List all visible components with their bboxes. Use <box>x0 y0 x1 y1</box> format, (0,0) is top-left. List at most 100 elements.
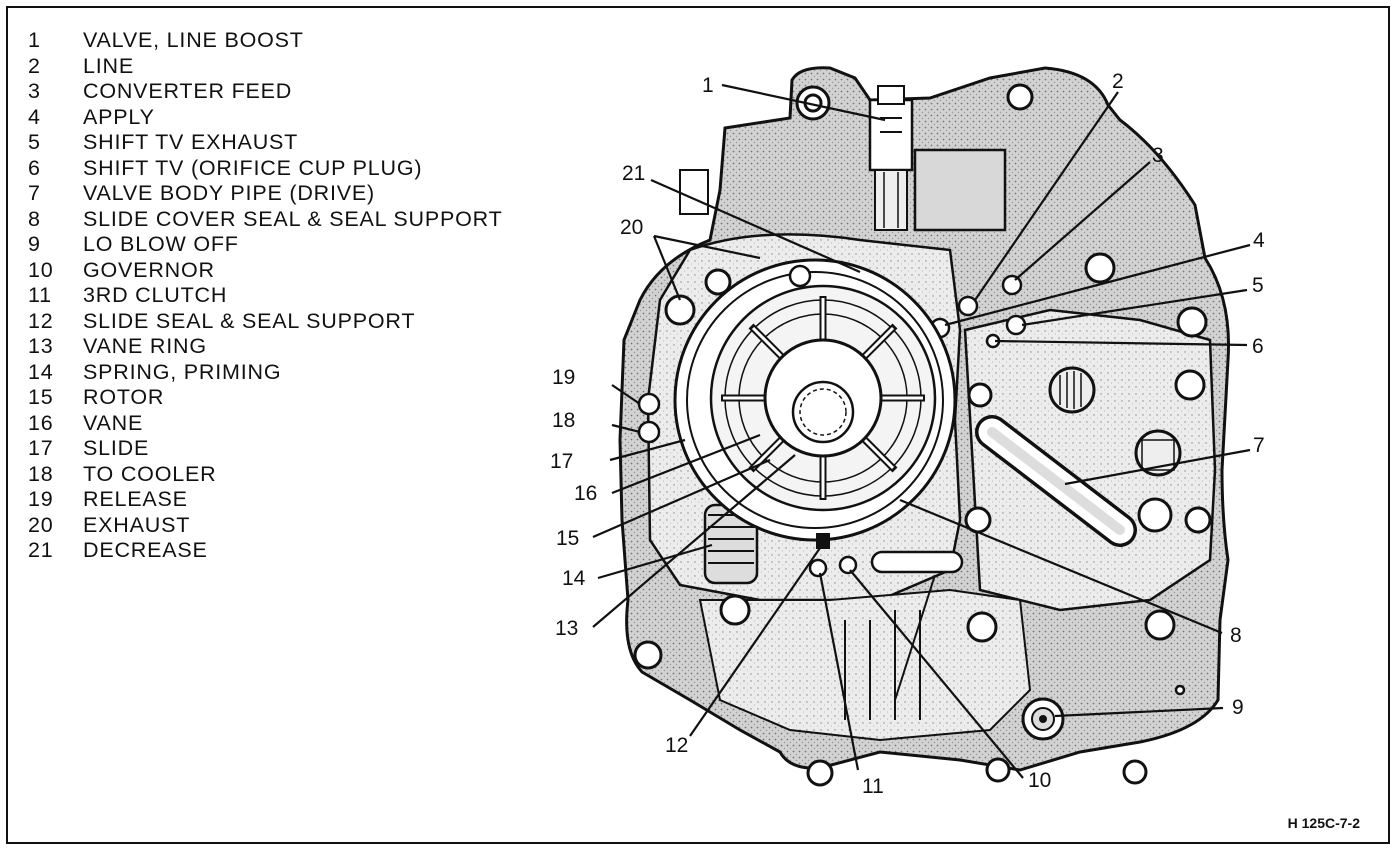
priming-spring <box>703 503 759 585</box>
callout-8: 8 <box>1230 624 1242 647</box>
legend-item: 18 TO COOLER <box>28 462 503 488</box>
legend-number: 18 <box>28 461 54 486</box>
callout-2: 2 <box>1112 70 1124 93</box>
legend-item: 1 VALVE, LINE BOOST <box>28 28 503 54</box>
legend-item: 13 VANE RING <box>28 334 503 360</box>
callout-9: 9 <box>1232 696 1244 719</box>
legend-label: VALVE BODY PIPE (DRIVE) <box>83 181 376 205</box>
valve-body-pipe <box>975 415 1137 547</box>
legend-item: 9 LO BLOW OFF <box>28 232 503 258</box>
legend-label: LO BLOW OFF <box>83 232 239 256</box>
callout-19: 19 <box>552 366 575 389</box>
valve-bore-block <box>913 148 1007 232</box>
callout-13: 13 <box>555 617 578 640</box>
lower-slot <box>870 550 964 574</box>
legend-number: 7 <box>28 181 41 205</box>
legend-item: 11 3RD CLUTCH <box>28 283 503 309</box>
legend-item: 16 VANE <box>28 411 503 437</box>
legend-number: 17 <box>28 436 54 460</box>
legend-label: SHIFT TV EXHAUST <box>83 130 299 154</box>
callout-12: 12 <box>665 734 688 757</box>
legend-item: 19 RELEASE <box>28 487 503 513</box>
legend-label: GOVERNOR <box>83 257 215 282</box>
legend-number: 14 <box>28 359 54 384</box>
legend-label: SHIFT TV (ORIFICE CUP PLUG) <box>83 155 423 180</box>
legend-label: SLIDE SEAL & SEAL SUPPORT <box>83 308 416 333</box>
legend-label: LINE <box>83 53 134 78</box>
legend-number: 13 <box>28 334 54 358</box>
legend-label: DECREASE <box>83 538 208 562</box>
legend-label: TO COOLER <box>83 461 217 486</box>
legend-number: 8 <box>28 206 41 231</box>
figure-code: H 125C-7-2 <box>1287 815 1360 831</box>
callout-numbers: 1 2 3 4 5 6 7 8 9 10 11 12 13 14 15 16 1… <box>550 70 1265 798</box>
legend-label: ROTOR <box>83 385 165 409</box>
legend-number: 21 <box>28 538 54 562</box>
slide-seal <box>816 533 830 549</box>
rotor-spline <box>791 380 855 444</box>
legend-label: VALVE, LINE BOOST <box>83 28 304 52</box>
legend-number: 1 <box>28 28 41 52</box>
callout-15: 15 <box>556 527 579 550</box>
legend-item: 15 ROTOR <box>28 385 503 411</box>
lo-blow-off-boss <box>1021 697 1065 741</box>
legend-item: 21 DECREASE <box>28 538 503 564</box>
legend-number: 9 <box>28 232 41 256</box>
callout-1: 1 <box>702 74 714 97</box>
legend-item: 10 GOVERNOR <box>28 258 503 284</box>
lower-face <box>698 588 1032 742</box>
parts-legend: 1 VALVE, LINE BOOST 2 LINE 3 CONVERTER FEED… <box>28 28 503 564</box>
legend-number: 2 <box>28 53 41 78</box>
callout-14: 14 <box>562 567 586 590</box>
legend-label: 3RD CLUTCH <box>83 283 228 307</box>
legend-item: 4 APPLY <box>28 105 503 131</box>
callout-3: 3 <box>1152 144 1164 167</box>
legend-number: 12 <box>28 308 54 333</box>
callout-10: 10 <box>1028 769 1051 792</box>
fluid-passages <box>637 274 1186 696</box>
callout-7: 7 <box>1253 434 1265 457</box>
legend-number: 6 <box>28 155 41 180</box>
legend-item: 5 SHIFT TV EXHAUST <box>28 130 503 156</box>
legend-item: 2 LINE <box>28 54 503 80</box>
legend-number: 10 <box>28 257 54 282</box>
legend-item: 14 SPRING, PRIMING <box>28 360 503 386</box>
legend-item: 17 SLIDE <box>28 436 503 462</box>
legend-number: 15 <box>28 385 54 409</box>
legend-number: 19 <box>28 487 54 511</box>
side-lug <box>679 169 709 215</box>
legend-label: CONVERTER FEED <box>83 79 293 103</box>
callout-20: 20 <box>620 216 643 239</box>
legend-number: 4 <box>28 104 41 129</box>
callout-11: 11 <box>862 775 884 798</box>
line-boost-valve <box>868 85 914 231</box>
legend-item: 6 SHIFT TV (ORIFICE CUP PLUG) <box>28 156 503 182</box>
legend-label: EXHAUST <box>83 512 191 537</box>
legend-item: 8 SLIDE COVER SEAL & SEAL SUPPORT <box>28 207 503 233</box>
legend-label: VANE <box>83 410 144 435</box>
legend-label: SLIDE <box>83 436 150 460</box>
legend-number: 3 <box>28 79 41 103</box>
legend-label: VANE RING <box>83 334 207 358</box>
callout-16: 16 <box>574 482 597 505</box>
legend-item: 20 EXHAUST <box>28 513 503 539</box>
legend-number: 5 <box>28 130 41 154</box>
legend-number: 16 <box>28 410 54 435</box>
legend-label: SPRING, PRIMING <box>83 359 282 384</box>
callout-17: 17 <box>550 450 573 473</box>
callout-21: 21 <box>622 162 645 185</box>
callout-5: 5 <box>1252 274 1264 297</box>
legend-label: APPLY <box>83 104 155 129</box>
bolt-holes <box>633 83 1212 787</box>
legend-number: 11 <box>28 283 52 307</box>
legend-item: 7 VALVE BODY PIPE (DRIVE) <box>28 181 503 207</box>
legend-item: 12 SLIDE SEAL & SEAL SUPPORT <box>28 309 503 335</box>
legend-item: 3 CONVERTER FEED <box>28 79 503 105</box>
legend-label: SLIDE COVER SEAL & SEAL SUPPORT <box>83 206 503 231</box>
callout-18: 18 <box>552 409 575 432</box>
leader-lines <box>592 83 1251 779</box>
callout-6: 6 <box>1252 335 1264 358</box>
legend-number: 20 <box>28 512 54 537</box>
legend-label: RELEASE <box>83 487 188 511</box>
